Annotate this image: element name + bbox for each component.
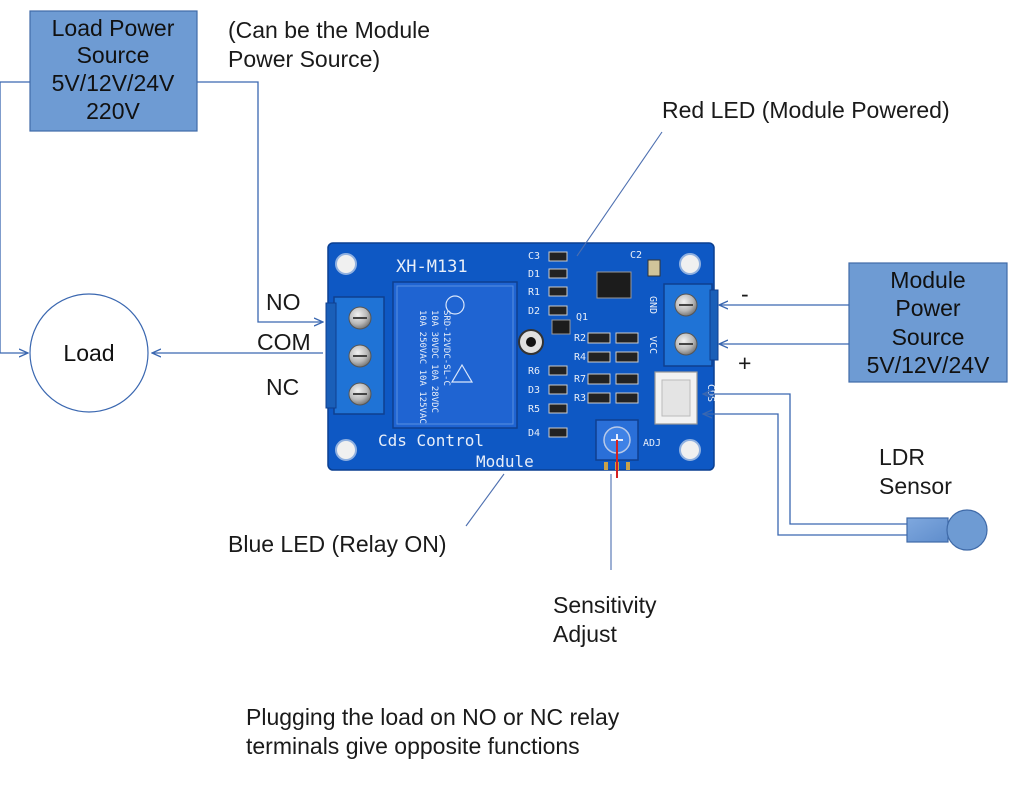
ldr-sensor-line-1: LDR bbox=[879, 444, 925, 470]
pin-label-d3: D3 bbox=[528, 385, 540, 396]
pin-label-q1: Q1 bbox=[576, 312, 588, 323]
module-power-source-line-4: 5V/12V/24V bbox=[867, 352, 990, 378]
ic-chip bbox=[596, 271, 632, 299]
relay-terminal-block bbox=[325, 296, 385, 415]
load-power-source-line-2: Source bbox=[77, 42, 150, 68]
module-power-note-line-2: Power Source) bbox=[228, 46, 380, 72]
module-power-source-line-3: Source bbox=[892, 324, 965, 350]
transistor-q1 bbox=[551, 319, 571, 335]
pin-label-r1: R1 bbox=[528, 287, 540, 298]
sensitivity-line-2: Adjust bbox=[553, 621, 618, 647]
load-label: Load bbox=[63, 340, 114, 366]
power-terminal-block bbox=[663, 283, 719, 367]
relay-text-line-1: 10A 250VAC 10A 125VAC bbox=[417, 310, 427, 424]
ldr-sensor bbox=[906, 509, 988, 551]
relay-text-line-3: SRD-12VDC-SL-C bbox=[441, 310, 451, 386]
ldr-sensor-line-2: Sensor bbox=[879, 473, 952, 499]
relay-cert-mark bbox=[445, 295, 465, 315]
module-power-note-line-1: (Can be the Module bbox=[228, 17, 430, 43]
pin-label-d1: D1 bbox=[528, 269, 540, 280]
smd-components bbox=[518, 251, 661, 438]
load-power-source-line-4: 220V bbox=[86, 98, 140, 124]
terminal-no-label: NO bbox=[266, 289, 301, 315]
header-label-adj: ADJ bbox=[643, 438, 661, 449]
relay-text-line-2: 10A 30VDC 10A 28VDC bbox=[429, 310, 439, 413]
load-power-source-box: Load Power Source 5V/12V/24V 220V bbox=[29, 10, 198, 132]
pin-label-r6: R6 bbox=[528, 366, 540, 377]
pin-label-r5: R5 bbox=[528, 404, 540, 415]
relay-warning-triangle bbox=[450, 363, 474, 383]
pin-label-d4: D4 bbox=[528, 428, 540, 439]
polarity-minus-label: - bbox=[741, 281, 749, 307]
footnote-line-2: terminals give opposite functions bbox=[246, 733, 580, 759]
module-power-source-line-2: Power bbox=[895, 295, 961, 321]
footnote-line-1: Plugging the load on NO or NC relay bbox=[246, 704, 620, 730]
pin-label-c3: C3 bbox=[528, 251, 540, 262]
load-power-source-line-1: Load Power bbox=[52, 15, 175, 41]
load-node: Load bbox=[29, 293, 149, 413]
terminal-nc-label: NC bbox=[266, 374, 299, 400]
header-label-gnd: GND bbox=[647, 296, 658, 314]
header-label-cds: CDS bbox=[705, 384, 716, 402]
cds-header bbox=[654, 371, 698, 425]
board-model-label: XH-M131 bbox=[396, 257, 468, 277]
annotation-pointers bbox=[465, 131, 663, 570]
module-power-source-box: Module Power Source 5V/12V/24V bbox=[848, 262, 1008, 383]
pin-label-r7: R7 bbox=[574, 374, 586, 385]
load-wiring bbox=[0, 81, 323, 353]
polarity-plus-label: + bbox=[738, 350, 751, 376]
red-led-label: Red LED (Module Powered) bbox=[662, 97, 950, 123]
pin-label-r3: R3 bbox=[574, 393, 586, 404]
ldr-wiring bbox=[703, 394, 907, 536]
blue-led-label: Blue LED (Relay ON) bbox=[228, 531, 447, 557]
pin-label-c2: C2 bbox=[630, 250, 642, 261]
pin-label-d2: D2 bbox=[528, 306, 540, 317]
pin-label-r2: R2 bbox=[574, 333, 586, 344]
relay-component: 10A 250VAC 10A 125VAC 10A 30VDC 10A 28VD… bbox=[392, 281, 518, 429]
board-caption-line-1: Cds Control bbox=[378, 431, 484, 450]
board-caption-line-2: Module bbox=[476, 452, 534, 471]
pcb-pin-labels: C3 D1 R1 D2 Q1 R6 D3 R5 D4 R2 R4 R7 R3 C… bbox=[528, 250, 642, 439]
pin-label-r4: R4 bbox=[574, 352, 586, 363]
module-power-wiring bbox=[719, 305, 849, 344]
module-power-source-line-1: Module bbox=[890, 267, 965, 293]
header-label-vcc: VCC bbox=[647, 336, 658, 354]
terminal-com-label: COM bbox=[257, 329, 311, 355]
sensitivity-line-1: Sensitivity bbox=[553, 592, 657, 618]
load-power-source-line-3: 5V/12V/24V bbox=[52, 70, 175, 96]
relay-module-board: XH-M131 Cds Control Module 10A 250VAC 10… bbox=[325, 242, 719, 478]
